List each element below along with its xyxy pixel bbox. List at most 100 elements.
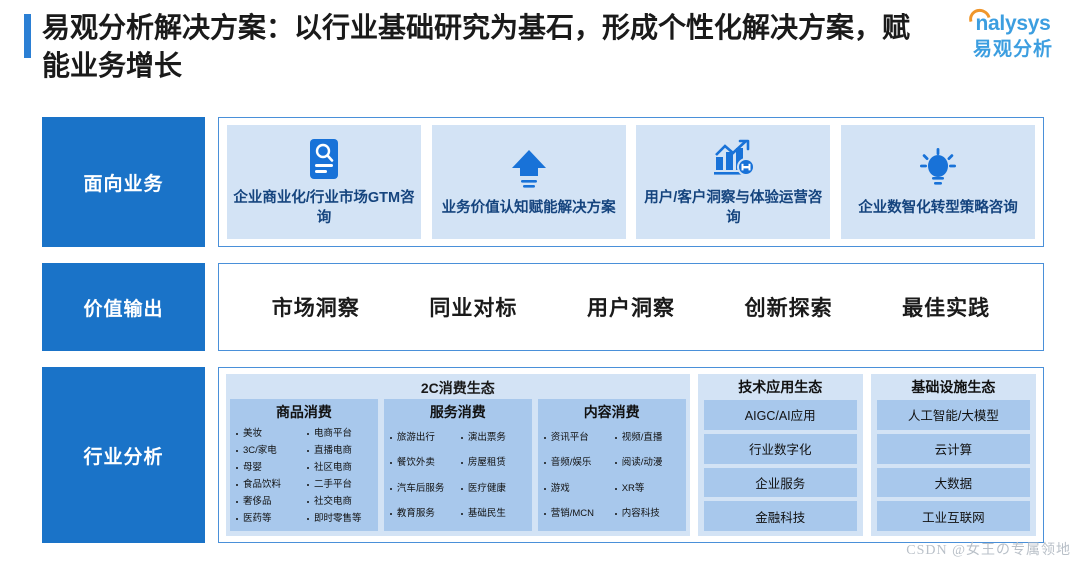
tech-ecosystem-title: 技术应用生态 — [738, 379, 823, 395]
business-card-label: 企业商业化/行业市场GTM咨询 — [233, 190, 415, 226]
bullet-item: 食品饮料 — [234, 479, 303, 491]
bullet-dot-icon — [460, 487, 463, 490]
tech-ecosystem-item-list: AIGC/AI应用 行业数字化 企业服务 金融科技 — [703, 398, 857, 531]
bullet-group: 旅游出行 餐饮外卖 汽车后服务 教育服务 演出票务 房屋租赁 医疗健康 基础民生 — [388, 423, 528, 527]
bullet-dot-icon — [389, 436, 392, 439]
business-card-list: 企业商业化/行业市场GTM咨询 业务价值认知赋能解决方案 — [219, 118, 1043, 246]
bullet-text: 食品饮料 — [243, 478, 282, 490]
bullet-item: 社区电商 — [305, 462, 374, 474]
bullet-item: 医疗健康 — [459, 483, 528, 495]
bullet-item: 资讯平台 — [542, 432, 611, 444]
value-item[interactable]: 市场洞察 — [271, 297, 360, 320]
bullet-column-left: 旅游出行 餐饮外卖 汽车后服务 教育服务 — [388, 425, 457, 527]
bullet-item: 餐饮外卖 — [388, 457, 457, 469]
subcolumn-title: 内容消费 — [583, 404, 640, 420]
tech-ecosystem-item[interactable]: 金融科技 — [703, 501, 857, 531]
bullet-text: 音频/娱乐 — [550, 457, 592, 469]
business-card[interactable]: 用户/客户洞察与体验运营咨询 — [636, 125, 831, 239]
bullet-text: 阅读/动漫 — [621, 457, 663, 469]
bullet-dot-icon — [543, 462, 546, 465]
infra-ecosystem-item[interactable]: 工业互联网 — [876, 501, 1031, 531]
bullet-text: 视频/直播 — [621, 431, 663, 443]
bullet-dot-icon — [306, 500, 309, 503]
bullet-item: 演出票务 — [459, 432, 528, 444]
lightbulb-icon — [915, 146, 961, 192]
bullet-item: 视频/直播 — [613, 432, 682, 444]
bullet-dot-icon — [236, 449, 238, 452]
tech-ecosystem-item[interactable]: 行业数字化 — [703, 433, 857, 464]
bullet-text: 餐饮外卖 — [396, 457, 435, 469]
infra-ecosystem-item[interactable]: 云计算 — [876, 433, 1031, 464]
bullet-dot-icon — [389, 513, 392, 516]
bullet-item: 电商平台 — [305, 428, 374, 440]
bullet-item: 基础民生 — [459, 508, 528, 520]
row-value: 价值输出 市场洞察 同业对标 用户洞察 创新探索 最佳实践 — [42, 263, 1044, 351]
business-panel: 企业商业化/行业市场GTM咨询 业务价值认知赋能解决方案 — [218, 117, 1044, 247]
bullet-dot-icon — [460, 436, 463, 439]
tech-ecosystem-item[interactable]: AIGC/AI应用 — [703, 400, 857, 430]
consumer-subcolumn[interactable]: 内容消费 资讯平台 音频/娱乐 游戏 营销/MCN 视频/直播 阅读/动漫 — [537, 399, 686, 531]
bullet-text: 演出票务 — [467, 431, 506, 443]
bullet-text: 3C/家电 — [243, 444, 277, 456]
bullet-text: XR等 — [621, 482, 645, 494]
infra-ecosystem-item[interactable]: 大数据 — [876, 467, 1031, 498]
value-item[interactable]: 同业对标 — [429, 297, 518, 320]
consumer-subcolumn[interactable]: 服务消费 旅游出行 餐饮外卖 汽车后服务 教育服务 演出票务 房屋租赁 — [383, 399, 532, 531]
row-business: 面向业务 企业商业化/行业市场GTM咨询 — [42, 117, 1044, 247]
subcolumn-title: 商品消费 — [275, 404, 332, 420]
bullet-text: 教育服务 — [396, 508, 435, 520]
bullet-text: 电商平台 — [313, 427, 352, 439]
bullet-item: 医药等 — [234, 513, 303, 525]
business-card-label: 用户/客户洞察与体验运营咨询 — [644, 190, 823, 226]
business-card[interactable]: 业务价值认知赋能解决方案 — [431, 125, 626, 239]
bullet-group: 资讯平台 音频/娱乐 游戏 营销/MCN 视频/直播 阅读/动漫 XR等 内容科… — [542, 423, 682, 527]
value-item-list: 市场洞察 同业对标 用户洞察 创新探索 最佳实践 — [219, 264, 1043, 350]
infra-ecosystem-title: 基础设施生态 — [911, 379, 996, 395]
bullet-item: 奢侈品 — [234, 496, 303, 508]
bullet-text: 汽车后服务 — [396, 482, 445, 494]
bullet-dot-icon — [543, 487, 546, 490]
value-item[interactable]: 最佳实践 — [902, 297, 991, 320]
business-card[interactable]: 企业商业化/行业市场GTM咨询 — [227, 125, 421, 239]
bullet-text: 游戏 — [550, 482, 570, 494]
logo-cn-text: 易观分析 — [972, 39, 1053, 60]
bullet-dot-icon — [614, 513, 617, 516]
bullet-column-right: 演出票务 房屋租赁 医疗健康 基础民生 — [459, 425, 528, 527]
bullet-text: 内容科技 — [621, 508, 660, 520]
bullet-text: 房屋租赁 — [467, 457, 506, 469]
value-item[interactable]: 创新探索 — [744, 297, 833, 320]
bullet-text: 即时零售等 — [313, 512, 362, 524]
bullet-text: 奢侈品 — [243, 495, 272, 507]
business-card[interactable]: 企业数智化转型策略咨询 — [840, 125, 1035, 239]
bullet-dot-icon — [236, 517, 238, 520]
consumer-subcolumn-list: 商品消费 美妆 3C/家电 母婴 食品饮料 奢侈品 医药等 — [230, 399, 686, 531]
bullet-dot-icon — [614, 462, 617, 465]
bullet-dot-icon — [543, 436, 546, 439]
bullet-dot-icon — [236, 432, 238, 435]
bullet-text: 美妆 — [243, 427, 263, 439]
bullet-dot-icon — [389, 462, 392, 465]
bullet-dot-icon — [306, 449, 309, 452]
title-accent-bar — [24, 14, 31, 58]
row-label-business: 面向业务 — [42, 117, 205, 247]
bullet-text: 旅游出行 — [396, 431, 435, 443]
bullet-item: 旅游出行 — [388, 432, 457, 444]
bullet-dot-icon — [306, 466, 309, 469]
consumer-subcolumn[interactable]: 商品消费 美妆 3C/家电 母婴 食品饮料 奢侈品 医药等 — [230, 399, 378, 531]
row-label-value: 价值输出 — [42, 263, 205, 351]
bullet-column-left: 资讯平台 音频/娱乐 游戏 营销/MCN — [542, 425, 611, 527]
bullet-dot-icon — [236, 483, 238, 486]
tech-ecosystem-item[interactable]: 企业服务 — [703, 467, 857, 498]
bullet-group: 美妆 3C/家电 母婴 食品饮料 奢侈品 医药等 电商平台 直播电商 社区电商 — [234, 423, 374, 527]
upload-arrow-icon — [507, 146, 551, 192]
value-item[interactable]: 用户洞察 — [586, 297, 675, 320]
bullet-item: 教育服务 — [388, 508, 457, 520]
industry-panel: 2C消费生态 商品消费 美妆 3C/家电 母婴 食品饮料 奢侈品 医药等 — [218, 367, 1044, 543]
bullet-text: 社区电商 — [313, 461, 352, 473]
ecosystem-wrapper: 2C消费生态 商品消费 美妆 3C/家电 母婴 食品饮料 奢侈品 医药等 — [226, 374, 1037, 536]
bullet-text: 母婴 — [243, 461, 263, 473]
bullet-text: 资讯平台 — [550, 431, 589, 443]
infra-ecosystem-item[interactable]: 人工智能/大模型 — [876, 400, 1031, 430]
bullet-item: 3C/家电 — [234, 445, 303, 457]
bullet-item: 游戏 — [542, 483, 611, 495]
